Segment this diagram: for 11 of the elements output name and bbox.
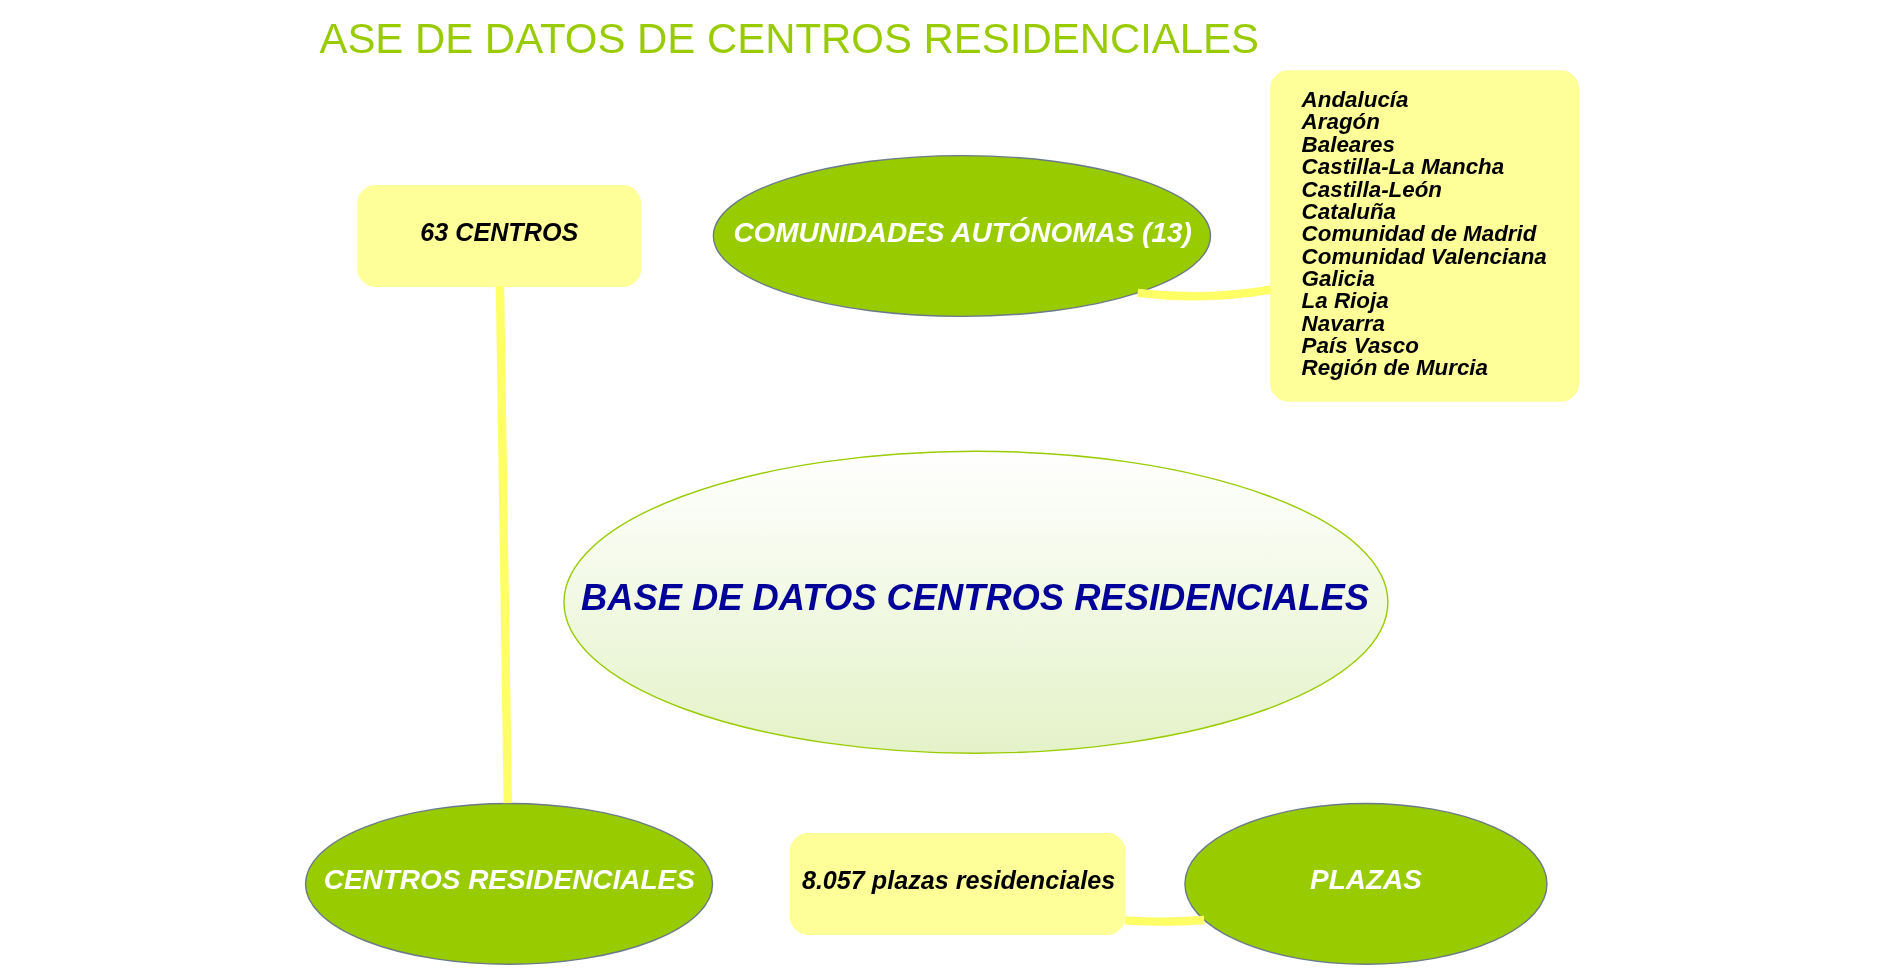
- node-ellipse: BASE DE DATOS CENTROS RESIDENCIALES: [562, 450, 1389, 754]
- node-box: 8.057 plazas residenciales: [789, 832, 1125, 935]
- node-ellipse: COMUNIDADES AUTÓNOMAS (13): [712, 154, 1211, 318]
- connector: [1136, 285, 1271, 301]
- connector: [1124, 915, 1204, 926]
- diagram-title: ASE DE DATOS DE CENTROS RESIDENCIALES: [318, 14, 1259, 62]
- connector: [495, 286, 512, 804]
- node-box: 63 CENTROS: [356, 184, 641, 287]
- node-box: Andalucía Aragón Baleares Castilla-La Mancha Castilla-León Cataluña Comunidad de Madrid Comunidad Valenciana Galicia La Rioja Navarra País Vasco Región de Murcia: [1269, 70, 1579, 402]
- node-ellipse: PLAZAS: [1183, 802, 1548, 965]
- node-ellipse: CENTROS RESIDENCIALES: [304, 802, 713, 965]
